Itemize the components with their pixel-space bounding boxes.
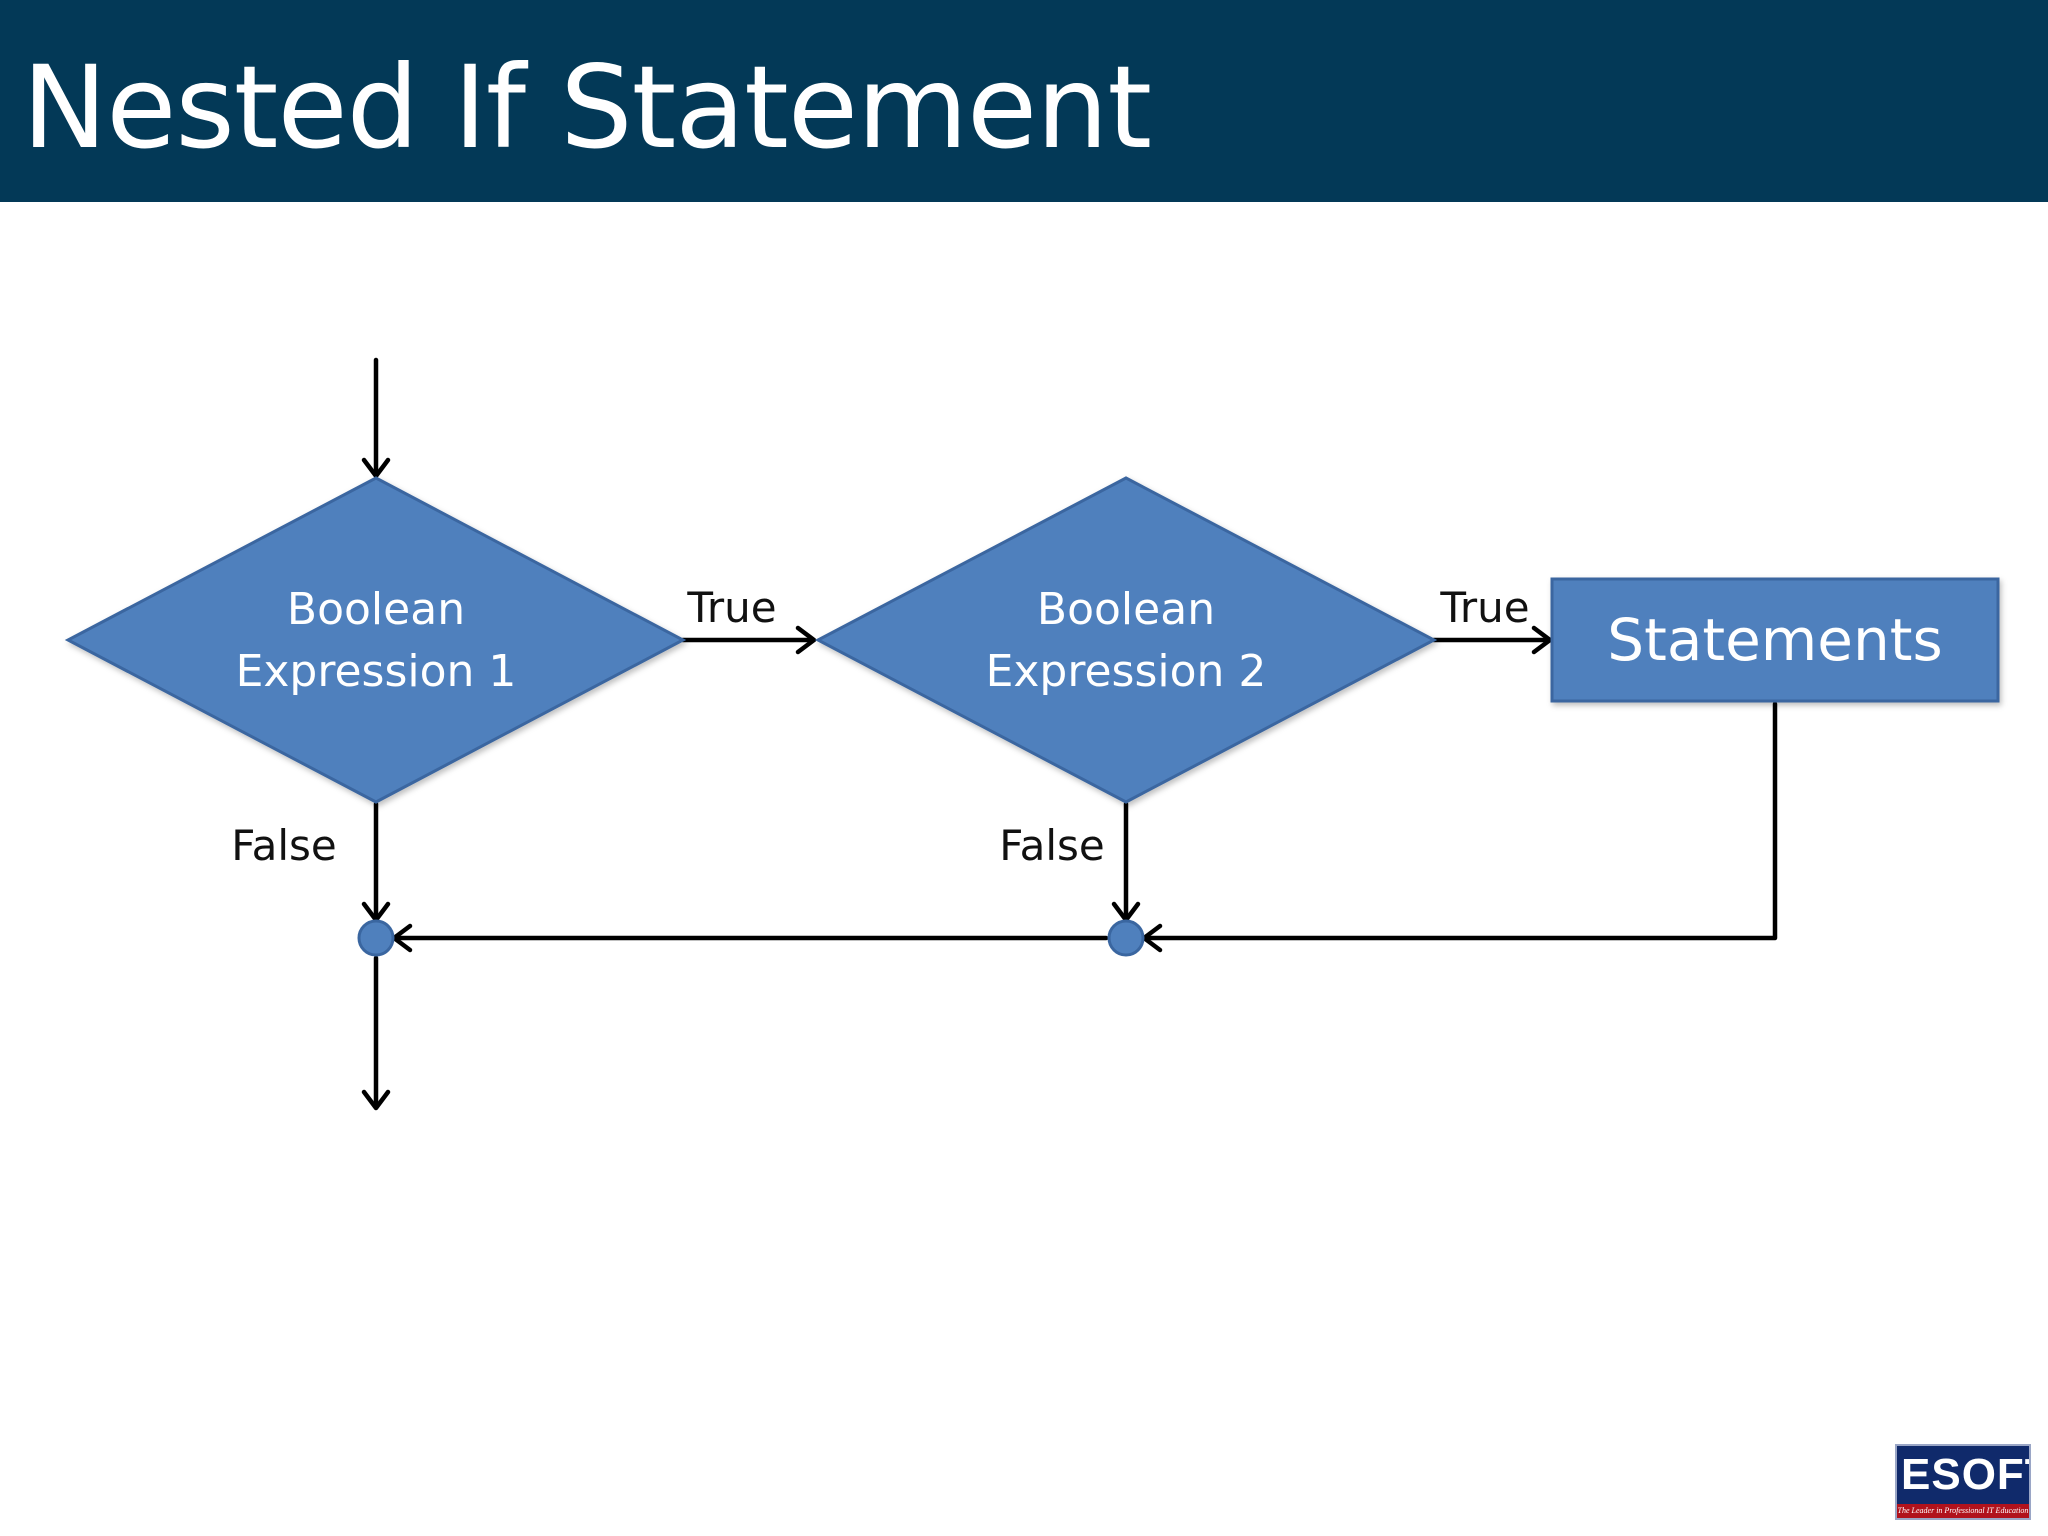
statements-box	[1550, 577, 2000, 703]
d1-true-label: True	[686, 583, 776, 632]
decision-1: Boolean Expression 1	[64, 476, 687, 804]
merge-point-2	[1107, 919, 1145, 957]
d1-false-label: False	[231, 821, 336, 870]
entry-arrowhead	[361, 457, 391, 479]
d2-true-label: True	[1439, 583, 1529, 632]
title-bar: Nested If Statement	[0, 0, 2048, 202]
decision-1-diamond	[64, 476, 687, 804]
d2-true-arrowhead	[1531, 625, 1553, 655]
slide-title: Nested If Statement	[22, 41, 1152, 174]
decision-2: Boolean Expression 2	[814, 476, 1438, 804]
statements-process: Statements	[1550, 577, 2000, 703]
d1-true-arrowhead	[795, 625, 817, 655]
d2-false-label: False	[999, 821, 1104, 870]
decision-1-label-line1: Boolean	[287, 584, 465, 635]
decision-1-label-line2: Expression 1	[236, 646, 517, 697]
exit-arrowhead	[361, 1089, 391, 1111]
decision-2-diamond	[814, 476, 1438, 804]
merge-point-1	[357, 919, 395, 957]
logo-stripe	[1897, 1504, 2029, 1518]
decision-2-label-line1: Boolean	[1037, 584, 1215, 635]
statements-label: Statements	[1607, 606, 1942, 674]
decision-2-label-line2: Expression 2	[986, 646, 1267, 697]
logo-tagline: The Leader in Professional IT Education	[1897, 1506, 2029, 1515]
statements-return-connector	[1143, 701, 1778, 941]
